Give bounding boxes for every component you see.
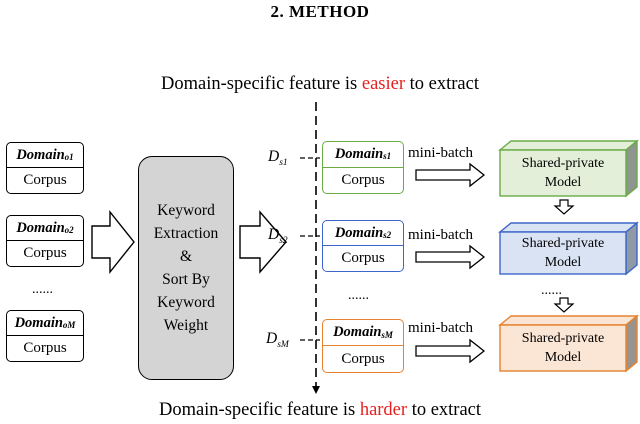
source-corpus-label-3: Corpus [23, 340, 67, 356]
minibatch-label-3: mini-batch [408, 320, 473, 336]
bottom-caption-highlight: harder [359, 400, 408, 420]
model-ellipsis: ...... [541, 283, 562, 298]
top-caption-highlight: easier [361, 74, 406, 94]
keyword-line-3: & [179, 248, 193, 265]
sorted-ellipsis: ...... [348, 288, 369, 303]
bottom-caption: Domain-specific feature is harder to ext… [0, 400, 640, 421]
minibatch-arrow-3 [415, 338, 486, 364]
top-caption-prefix: Domain-specific feature is [161, 74, 362, 94]
bottom-caption-prefix: Domain-specific feature is [158, 400, 360, 420]
minibatch-arrow-1 [415, 162, 486, 188]
top-caption: Domain-specific feature is easier to ext… [0, 74, 640, 95]
down-arrow-1 [553, 199, 575, 215]
d-label-sM: DsM [266, 330, 289, 351]
keyword-line-1: Keyword [157, 202, 215, 219]
minibatch-label-2: mini-batch [408, 227, 473, 243]
model-box-blue [498, 221, 639, 276]
keyword-line-6: Weight [163, 317, 209, 334]
minibatch-arrow-2 [415, 244, 486, 270]
sorted-corpus-label-2: Corpus [341, 250, 385, 266]
sorted-corpus-label-1: Corpus [341, 171, 385, 188]
top-caption-suffix: to extract [405, 74, 479, 94]
bottom-caption-suffix: to extract [407, 400, 482, 420]
source-corpus-label-1: Corpus [23, 172, 67, 188]
sorted-corpus-label-3: Corpus [341, 350, 385, 367]
section-heading: 2. METHOD [270, 2, 370, 21]
arrow-from-keyword [239, 210, 287, 274]
keyword-extraction-box: Keyword Extraction & Sort By Keyword Wei… [138, 156, 234, 380]
keyword-line-4: Sort By [162, 271, 210, 288]
model-box-green [498, 139, 639, 198]
d-label-s2: Ds2 [268, 226, 288, 247]
divider-arrowhead [312, 386, 320, 394]
keyword-line-2: Extraction [153, 225, 219, 242]
source-corpus-label-2: Corpus [23, 245, 67, 261]
keyword-line-5: Keyword [157, 294, 215, 311]
d-label-s1: Ds1 [268, 148, 288, 169]
down-arrow-2 [553, 297, 575, 313]
minibatch-label-1: mini-batch [408, 145, 473, 161]
arrow-to-keyword [91, 210, 135, 274]
source-ellipsis: ...... [32, 282, 53, 297]
model-box-orange [498, 314, 639, 373]
